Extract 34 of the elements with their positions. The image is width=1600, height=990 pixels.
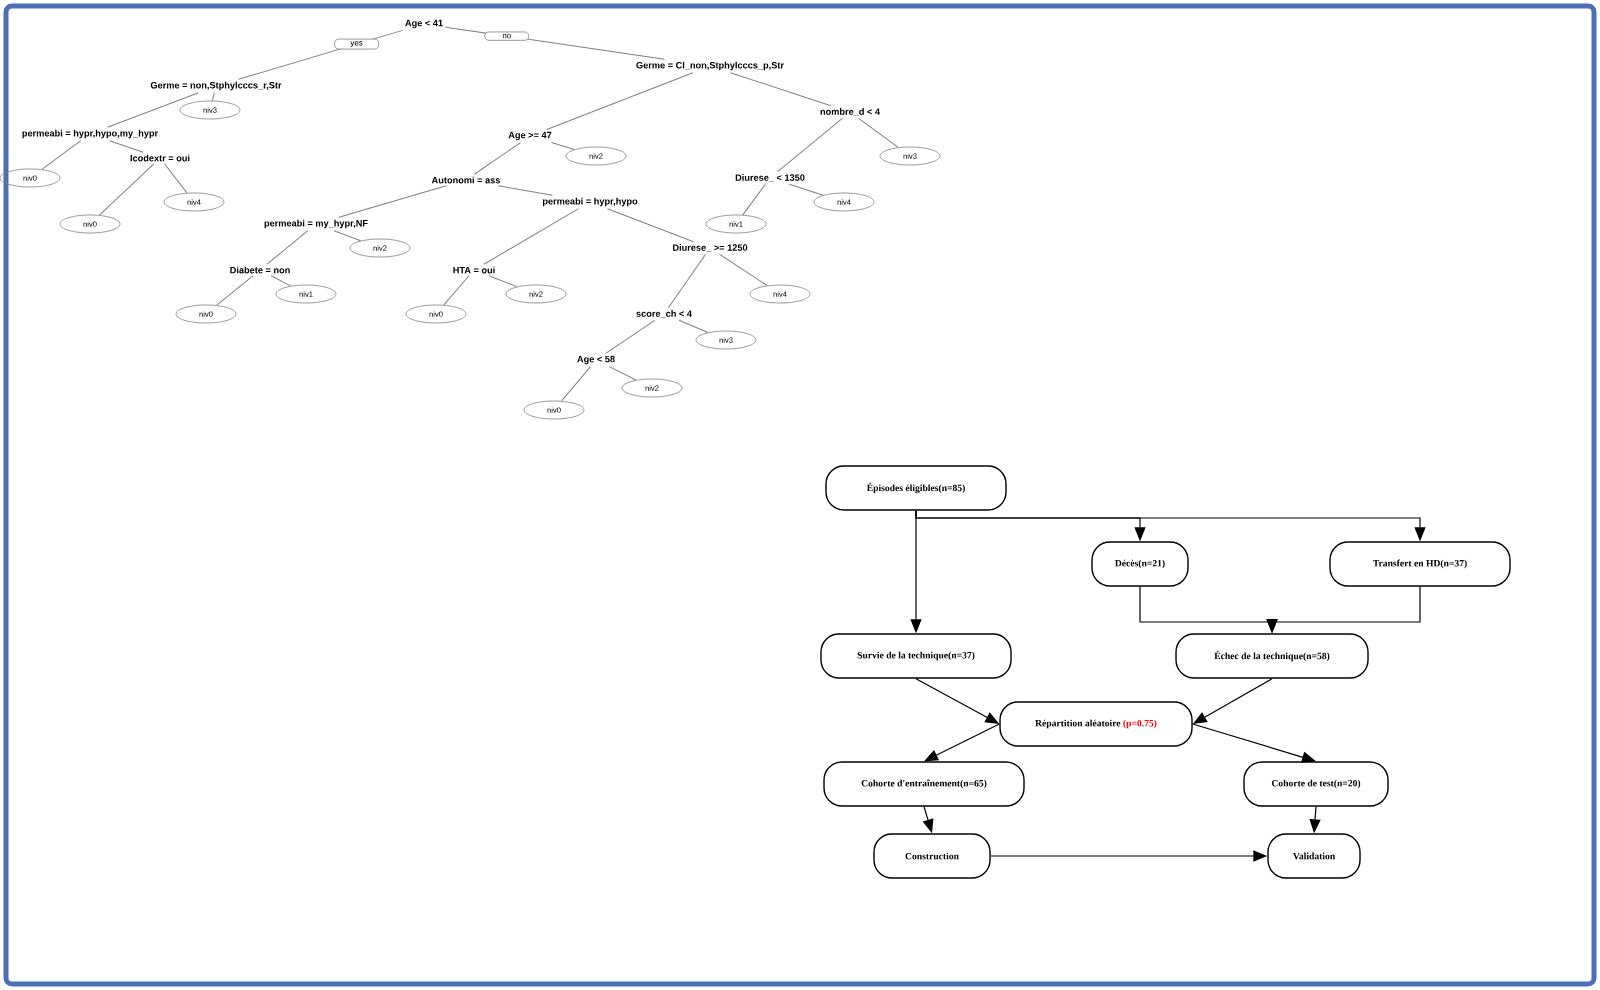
connector-line (551, 142, 575, 150)
connector-line (266, 230, 309, 265)
connector-line (237, 29, 404, 80)
connector-line (858, 117, 899, 148)
connector-line (561, 366, 591, 402)
connector-line (444, 26, 665, 60)
connector-line (270, 275, 291, 287)
arrow (1192, 723, 1316, 763)
connector-line (443, 275, 470, 306)
arrow (924, 723, 1000, 762)
connector-line (338, 185, 447, 218)
connector-line (211, 92, 215, 102)
connector-line (788, 183, 824, 196)
connector-line (107, 92, 199, 128)
connector-line (546, 72, 694, 130)
connector-line (608, 366, 637, 381)
connector-line (333, 230, 362, 242)
connector-line (729, 72, 832, 107)
connector-line (719, 253, 768, 286)
connector-line (742, 183, 766, 216)
connector-line (483, 208, 580, 265)
connector-line (41, 140, 82, 170)
connector-line (605, 319, 656, 354)
connector-line (473, 142, 521, 175)
connector-line (216, 275, 254, 306)
connector-line (163, 163, 188, 194)
connector-line (678, 319, 709, 333)
connector-line (98, 163, 155, 216)
connector-line (667, 253, 707, 309)
connector-line (109, 140, 144, 153)
connector-line (498, 185, 553, 196)
connector-line (606, 208, 695, 243)
connector-line (777, 117, 843, 173)
connector-line (488, 275, 518, 288)
